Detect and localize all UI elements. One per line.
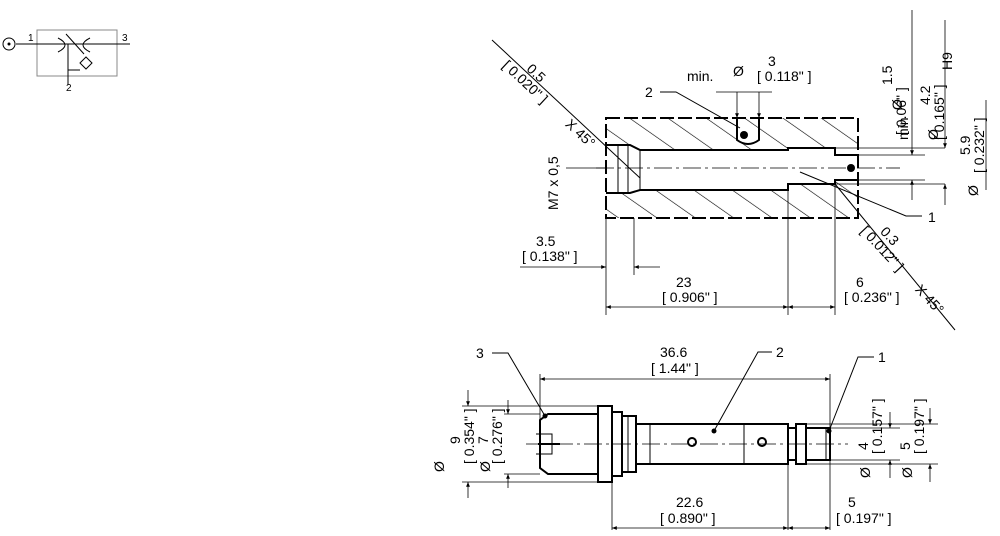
- min-label: min.: [687, 68, 713, 84]
- svg-text:min: min: [895, 117, 911, 140]
- od4-label: 5 [ 0.197" ]: [897, 398, 927, 454]
- len-c-in: [ 0.236" ]: [844, 289, 900, 305]
- svg-text:[ 0.197" ]: [ 0.197" ]: [911, 398, 927, 454]
- cartridge-callout-3: 3: [476, 345, 484, 361]
- symbol-port-1-label: 1: [28, 33, 34, 44]
- cavity-section: 0.5 [ 0.020" ] X 45° min. Ø 3 [ 0.118" ]…: [491, 10, 987, 331]
- len2-in: [ 0.197" ]: [836, 510, 892, 526]
- od3-label: 4 [ 0.157" ]: [855, 398, 885, 454]
- od1-label: 9 [ 0.354" ]: [447, 408, 477, 464]
- len2-mm: 5: [848, 494, 856, 510]
- hole-dia-symbol: Ø: [733, 63, 744, 79]
- symbol-port-3-label: 3: [122, 33, 128, 44]
- svg-text:[ 0.276" ]: [ 0.276" ]: [489, 408, 505, 464]
- svg-text:Ø: Ø: [965, 185, 981, 196]
- svg-text:[ 0.06" ]: [ 0.06" ]: [893, 87, 909, 135]
- cavity-bore-void: [606, 145, 858, 193]
- od4-dia-symbol: Ø: [899, 467, 915, 478]
- d1-dia-symbol: Ø: [889, 99, 905, 110]
- svg-text:7: 7: [475, 436, 491, 444]
- svg-text:[ 0.020" ]: [ 0.020" ]: [500, 57, 552, 107]
- svg-text:Ø: Ø: [899, 467, 915, 478]
- svg-text:Ø: Ø: [857, 467, 873, 478]
- callout-3-leader: [492, 352, 546, 417]
- len1-mm: 22.6: [676, 494, 703, 510]
- cartridge-callout-2: 2: [776, 344, 784, 360]
- d1-label: 1.5 [ 0.06" ] H9: [879, 52, 955, 135]
- svg-text:5: 5: [897, 442, 913, 450]
- len-b-mm: 23: [676, 274, 692, 290]
- svg-text:Ø: Ø: [431, 461, 447, 472]
- cartridge-view: 3 2 1 36.6 [ 1.44" ] 9 [ 0.354" ] Ø 7 [ …: [431, 344, 938, 530]
- screw-slot-outline: [536, 433, 553, 455]
- d2-dia-symbol: Ø: [925, 129, 941, 140]
- d3-dia-symbol: Ø: [965, 185, 981, 196]
- cartridge-callout-1: 1: [878, 349, 886, 365]
- port-dot-icon: [7, 42, 11, 46]
- d3-label: 5.9 [ 0.232" ]: [957, 117, 987, 173]
- svg-text:4.2: 4.2: [917, 85, 933, 105]
- svg-text:1.5: 1.5: [879, 65, 895, 85]
- len-b-in: [ 0.906" ]: [662, 289, 718, 305]
- adjust-arrow-icon: [65, 33, 85, 55]
- port-1-marker-icon: [2, 37, 16, 51]
- throttle-left-icon: [57, 37, 66, 53]
- overall-in: [ 1.44" ]: [651, 360, 699, 376]
- check-valve-icon: [79, 56, 93, 70]
- cavity-bore-bottom: [606, 179, 858, 194]
- hole-dia-in: [ 0.118" ]: [757, 68, 812, 84]
- svg-text:X 45°: X 45°: [912, 281, 947, 317]
- cavity-callout-2: 2: [645, 84, 653, 100]
- chamfer-top-label: 0.5 [ 0.020" ] X 45°: [500, 57, 599, 151]
- cavity-bore-top: [606, 144, 858, 156]
- callout-2b-leader: [713, 351, 772, 432]
- len-c-mm: 6: [856, 274, 864, 290]
- od2-label: 7 [ 0.276" ]: [475, 408, 505, 464]
- d2-label: 4.2 [ 0.165" ]: [917, 84, 947, 140]
- svg-text:X 45°: X 45°: [562, 116, 598, 151]
- len-a-mm: 3.5: [536, 233, 556, 249]
- svg-text:[ 0.354" ]: [ 0.354" ]: [461, 408, 477, 464]
- hydraulic-symbol: 1 3 2: [2, 29, 130, 94]
- overall-mm: 36.6: [660, 344, 687, 360]
- svg-text:9: 9: [447, 436, 463, 444]
- svg-text:Ø: Ø: [477, 461, 493, 472]
- chamfer-top-leader: [491, 39, 641, 179]
- radial-hole-marker-icon: [740, 131, 748, 139]
- svg-text:4: 4: [855, 442, 871, 450]
- svg-text:5.9: 5.9: [957, 135, 973, 155]
- chamfer-bot-leader: [834, 183, 956, 331]
- od3-dia-symbol: Ø: [857, 467, 873, 478]
- svg-text:[ 0.157" ]: [ 0.157" ]: [869, 398, 885, 454]
- callout-1b-leader: [828, 356, 874, 432]
- svg-text:[ 0.232" ]: [ 0.232" ]: [971, 117, 987, 173]
- callout-2-leader: [660, 91, 741, 129]
- hole-dia-mm: 3: [768, 53, 776, 69]
- svg-text:M7 x 0,5: M7 x 0,5: [545, 156, 561, 210]
- svg-text:H9: H9: [939, 52, 955, 70]
- body-hole-1-icon: [687, 437, 697, 447]
- od2-dia-symbol: Ø: [477, 461, 493, 472]
- svg-text:[ 0.165" ]: [ 0.165" ]: [931, 84, 947, 140]
- svg-text:Ø: Ø: [925, 129, 941, 140]
- throttle-right-icon: [82, 37, 91, 53]
- od1-dia-symbol: Ø: [431, 461, 447, 472]
- symbol-envelope: [36, 29, 118, 77]
- len-a-in: [ 0.138" ]: [522, 248, 578, 264]
- radial-hole: [736, 118, 760, 145]
- cavity-callout-1: 1: [928, 209, 936, 225]
- d1-prefix: min: [895, 117, 911, 140]
- svg-text:Ø: Ø: [889, 99, 905, 110]
- body-hole-2-icon: [757, 437, 767, 447]
- symbol-port-2-label: 2: [66, 83, 72, 94]
- thread-label: M7 x 0,5: [545, 156, 561, 210]
- len1-in: [ 0.890" ]: [660, 510, 716, 526]
